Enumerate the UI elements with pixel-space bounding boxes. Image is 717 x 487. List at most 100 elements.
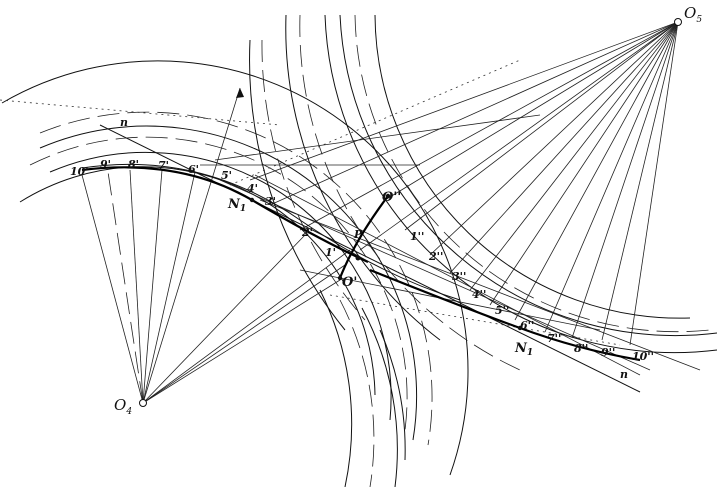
- lower-arc-2: [339, 299, 375, 487]
- normal-label-top: n: [120, 116, 128, 129]
- label-3-prime: 3': [265, 195, 276, 208]
- o5-ray-9: [601, 21, 679, 341]
- o5-ray-d: [214, 114, 541, 161]
- o5-circle-4: [299, 14, 521, 371]
- o4-center-marker: [139, 399, 147, 407]
- o5-circle-3: [285, 14, 441, 341]
- o5-circle-2: [261, 39, 366, 321]
- o4-circle-outer: [39, 125, 418, 441]
- o5-circle-1: [249, 39, 346, 331]
- prime-labels: 1' 2' 3' 4' 5' 6' 7' 8' 9' 10': [70, 158, 336, 259]
- o5-ray-c: [249, 21, 679, 181]
- n2-label: N1: [514, 341, 533, 358]
- o-dprime-marker: [385, 193, 391, 199]
- label-9-prime: 9': [100, 158, 111, 171]
- label-5-prime: 5': [221, 169, 232, 182]
- label-3-dprime: 3'': [452, 270, 466, 283]
- o5-ray-b: [269, 21, 679, 206]
- label-4-dprime: 4'': [472, 288, 486, 301]
- label-1-dprime: 1'': [410, 230, 424, 243]
- line-aux-1: [299, 269, 601, 331]
- line-of-action-2: [259, 199, 701, 371]
- p-marker: [355, 255, 361, 261]
- profile-curve-upper: [81, 163, 461, 301]
- o4-circle-pitch: [29, 136, 408, 431]
- o5-rays: [214, 21, 679, 346]
- o-prime-marker: [337, 275, 343, 281]
- o-dprime-label: O'': [382, 190, 401, 205]
- label-8-dprime: 8'': [574, 342, 588, 355]
- o5-ray-10: [629, 21, 679, 346]
- o5-ray-8: [571, 21, 679, 339]
- label-7-prime: 7': [158, 159, 169, 172]
- o5-circle-7: [354, 14, 711, 333]
- line-aux-2: [254, 174, 641, 376]
- line-aux-dotted: [329, 294, 621, 346]
- lower-arc-4: [379, 329, 406, 461]
- o4-ray-p: [142, 264, 346, 404]
- o4-rays: [81, 87, 351, 404]
- o5-ray-3: [449, 21, 679, 274]
- dotted-line-1: [0, 99, 281, 126]
- o5-center-marker: [674, 18, 682, 26]
- dotted-line-2: [229, 59, 521, 186]
- o5-ray-p: [359, 21, 679, 251]
- lower-arc-1: [319, 289, 353, 487]
- label-6-dprime: 6'': [520, 319, 534, 332]
- o5-ray-1: [404, 21, 679, 231]
- label-7-dprime: 7'': [547, 332, 561, 345]
- o4-ray-10: [81, 174, 144, 404]
- n2-marker: [517, 325, 523, 331]
- center-labels: O4 O5: [114, 4, 702, 417]
- double-prime-labels: 1'' 2'' 3'' 4'' 5'' 6'' 7'' 8'' 9'' 10'': [410, 230, 654, 363]
- label-5-dprime: 5'': [495, 304, 509, 317]
- o5-ray-odprime: [384, 21, 679, 201]
- o5-circle-8: [374, 14, 691, 319]
- o5-arc-family: [249, 14, 717, 371]
- n1-marker: [249, 197, 255, 203]
- o4-ray-axis: [142, 87, 241, 404]
- o4-ray-8: [129, 169, 144, 404]
- o4-ray-9: [107, 171, 144, 404]
- o5-label: O5: [684, 4, 702, 25]
- lower-arcs: [319, 289, 406, 487]
- o4-ray-6: [142, 171, 196, 404]
- o5-ray-6: [514, 21, 679, 321]
- label-2-prime: 2': [301, 226, 313, 239]
- o5-ray-7: [544, 21, 679, 333]
- p-label: P: [353, 228, 363, 241]
- construction-lines: [0, 59, 701, 393]
- o4-ray-o: [142, 279, 341, 404]
- normal-label-bottom: n: [620, 368, 628, 381]
- o4-ray-7: [142, 169, 163, 404]
- o4-circle-far: [1, 60, 469, 476]
- o4-arc-family: [1, 60, 469, 476]
- label-2-dprime: 2'': [428, 250, 443, 263]
- line-of-action: [219, 179, 651, 371]
- normal-line-nn: [99, 124, 641, 393]
- label-10-dprime: 10'': [632, 350, 654, 363]
- profile-curves: [81, 163, 641, 362]
- o4-circle-addendum: [39, 111, 433, 446]
- arrow-head-icon: [236, 88, 244, 98]
- o4-circle-root: [49, 151, 392, 421]
- point-labels: N1 N1 P O' O'' n n: [120, 116, 628, 381]
- label-8-prime: 8': [128, 158, 139, 171]
- o4-label: O4: [114, 396, 132, 417]
- markers: [139, 18, 682, 407]
- label-9-dprime: 9'': [601, 346, 615, 359]
- profile-curve-connector: [338, 195, 389, 279]
- o5-ray-5: [489, 21, 679, 306]
- o-prime-label: O': [342, 275, 357, 290]
- label-1-prime: 1': [325, 246, 336, 259]
- n1-label: N1: [227, 197, 246, 214]
- o5-ray-4: [469, 21, 679, 291]
- label-6-prime: 6': [188, 163, 199, 176]
- label-4-prime: 4': [247, 182, 258, 195]
- o5-circle-5: [324, 14, 717, 354]
- o4-ray-2: [142, 234, 306, 404]
- label-10-prime: 10': [70, 165, 89, 178]
- o5-ray-a: [299, 21, 679, 231]
- o4-ray-1: [142, 249, 351, 404]
